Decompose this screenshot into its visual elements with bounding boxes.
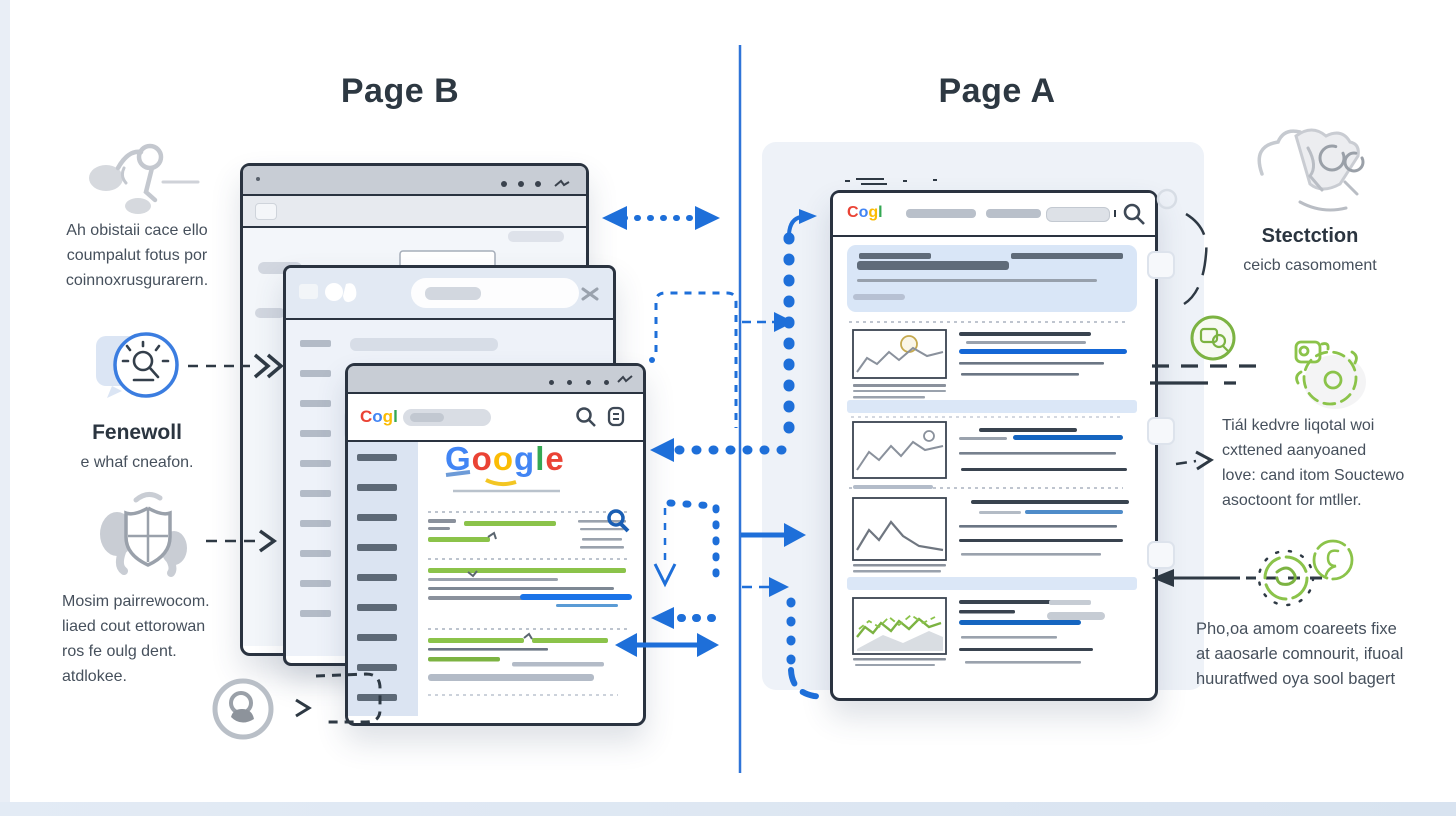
browser-toolbar <box>286 268 613 320</box>
annotation-fenewoll: Fenewoll e whaf cneafon. <box>37 419 237 475</box>
browser-logo: Cogl <box>360 407 398 426</box>
annotation-heading: Fenewoll <box>92 421 182 444</box>
annotation-bottom-left: Mosim pairrewocom. liaed cout ettorowan … <box>62 589 272 689</box>
annotation-subtext: ceicb casomoment <box>1243 257 1377 274</box>
browser-window-front: Cogl Google <box>345 363 646 726</box>
annotation-line: coumpalut fotus por <box>66 247 208 264</box>
tab-icon <box>255 203 277 220</box>
browser-toolbar: Cogl <box>833 193 1155 237</box>
page-b-title: Page B <box>340 72 460 110</box>
avatar-circle-icon <box>212 678 274 740</box>
nav-pill <box>986 209 1041 218</box>
titlebar-sketch-icon <box>554 179 570 187</box>
annotation-line: Tiál kedvre liqotal woi <box>1222 417 1375 434</box>
cursor-mark <box>1114 210 1116 217</box>
annotation-top-left: Ah obistaii cace ello coumpalut fotus po… <box>22 218 252 293</box>
annotation-line: Pho,oa amom coareets fixe <box>1196 620 1397 638</box>
bookmark-icon <box>607 406 625 427</box>
logo-sketch-icon <box>325 283 357 303</box>
annotation-line: at aaosarle comnourit, ifuoal <box>1196 645 1404 663</box>
titlebar <box>243 166 586 196</box>
annotation-line: liaed cout ettorowan <box>62 618 206 635</box>
window-dots <box>540 374 609 392</box>
ring-sketch-icon <box>1312 539 1354 581</box>
left-edge-strip <box>0 0 10 816</box>
annotation-heading: Stectction <box>1261 225 1359 247</box>
search-icon <box>1123 203 1145 225</box>
search-results-skeleton <box>348 442 632 716</box>
annotation-line: love: cand itom Souctewo <box>1222 467 1405 484</box>
annotation-line: Mosim pairrewocom. <box>62 593 210 610</box>
nav-icon <box>299 284 318 299</box>
serp-skeleton <box>847 245 1137 666</box>
annotation-bottom-right: Pho,oa amom coareets fixe at aaosarle co… <box>1196 617 1446 692</box>
annotation-line: asoctoont for mtller. <box>1222 492 1362 509</box>
annotation-mid-right: Tiál kedvre liqotal woi cxttened aanyoan… <box>1222 413 1442 513</box>
window-content: Google <box>348 442 643 716</box>
sketch-cloud-icon <box>1257 128 1365 212</box>
browser-toolbar <box>243 196 586 228</box>
titlebar-sketch-icon <box>617 375 633 383</box>
annotation-line: huuratfwed oya sool bagert <box>1196 670 1396 688</box>
nav-pill <box>1046 207 1110 222</box>
titlebar <box>348 366 643 394</box>
annotation-line: coinnoxrusgurarern. <box>65 272 209 289</box>
search-idea-icon <box>96 332 179 398</box>
window-content <box>833 237 1155 691</box>
browser-logo: Cogl <box>847 204 883 221</box>
gear-sketch-icon <box>1294 340 1366 409</box>
titlebar-mark <box>256 177 260 181</box>
search-bar <box>403 409 491 426</box>
nav-pill <box>906 209 976 218</box>
google-logo: Google <box>445 442 565 477</box>
browser-toolbar: Cogl <box>348 394 643 442</box>
sketch-figure-icon <box>89 143 200 214</box>
annotation-line: atdlokee. <box>62 668 127 685</box>
browser-window-page-a: Cogl <box>830 190 1158 701</box>
address-bar <box>411 278 579 308</box>
annotation-line: Ah obistaii cace ello <box>66 222 208 239</box>
target-sketch-icon <box>1257 549 1315 607</box>
annotation-subtext: e whaf cneafon. <box>80 454 194 471</box>
close-icon <box>581 287 599 301</box>
search-icon <box>576 407 596 427</box>
query-placeholder <box>410 413 444 422</box>
annotation-line: ros fe oulg dent. <box>62 643 177 660</box>
annotation-top-right: Stectction ceicb casomoment <box>1205 222 1415 278</box>
annotation-line: cxttened aanyoaned <box>1222 442 1367 459</box>
bottom-edge-strip <box>0 802 1456 816</box>
url-placeholder <box>425 287 481 300</box>
page-a-title: Page A <box>938 72 1056 110</box>
window-dots <box>490 175 570 193</box>
shield-icon <box>100 492 187 577</box>
